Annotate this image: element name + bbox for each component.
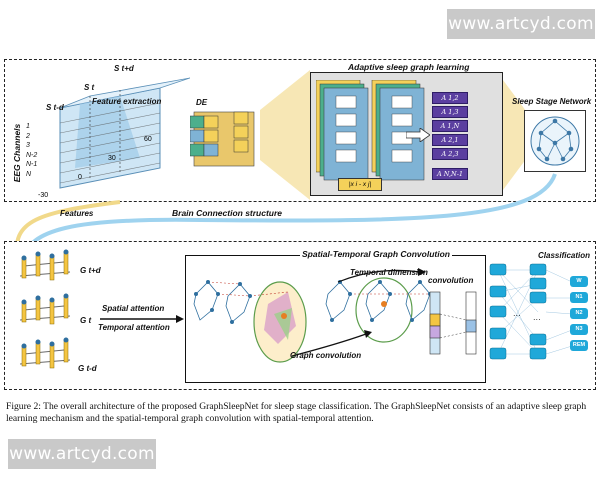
- network-title: Sleep Stage Network: [512, 97, 592, 106]
- de-to-graph-link: [260, 70, 310, 200]
- class-node-n3: N3: [570, 324, 588, 335]
- a-entry: A 2,1: [432, 134, 468, 146]
- g-label-t+d: G t+d: [80, 266, 101, 275]
- a-entry: A 1,2: [432, 92, 468, 104]
- channel-tick: N-2: [26, 151, 38, 159]
- channel-tick: N-1: [26, 161, 38, 168]
- a-entry: A N,N-1: [432, 168, 468, 180]
- channel-tick: 3: [26, 142, 30, 149]
- g-label-t-d: G t-d: [78, 364, 97, 373]
- temporal-attention-label: Temporal attention: [98, 323, 170, 332]
- brain-connection-label: Brain Connection structure: [172, 208, 283, 218]
- class-node-n2: N2: [570, 308, 588, 319]
- s-label-t+d: S t+d: [114, 64, 134, 73]
- graph-convolution-label: Graph convolution: [290, 351, 362, 360]
- channel-tick: 1: [26, 123, 30, 130]
- time-tick: 60: [144, 136, 152, 143]
- a-entry: A 1,N: [432, 120, 468, 132]
- temporal-dimension-label: Temporal dimension: [350, 268, 428, 277]
- time-tick: 30: [108, 155, 116, 162]
- class-node-rem: REM: [570, 340, 588, 351]
- svg-text:...: ...: [513, 309, 521, 318]
- stgc-title: Spatial-Temporal Graph Convolution: [300, 249, 452, 259]
- graph-stack: [19, 249, 71, 369]
- figure-caption: Figure 2: The overall architecture of th…: [6, 401, 587, 424]
- brain-graph-icon: [530, 116, 580, 166]
- channel-tick: N: [26, 170, 32, 178]
- channel-tick: 2: [26, 132, 30, 140]
- xdiff-box: |x i - x j|: [338, 178, 382, 191]
- a-entry: A 1,3: [432, 106, 468, 118]
- de-feature-stack: [190, 111, 255, 167]
- classification-title: Classification: [538, 251, 591, 260]
- watermark-bottom: www.artcyd.com: [8, 439, 156, 469]
- class-node-w: W: [570, 276, 588, 287]
- watermark-top: www.artcyd.com: [447, 9, 595, 39]
- a-entry: A 2,3: [432, 148, 468, 160]
- s-label-t-d: S t-d: [46, 103, 64, 112]
- classification-network: ... ...: [489, 263, 573, 360]
- channel-ticks: 1 2 3 N-2 N-1 N: [26, 122, 37, 179]
- stgc-graphs: [193, 268, 432, 363]
- class-node-n1: N1: [570, 292, 588, 303]
- s-label-t: S t: [84, 83, 95, 92]
- adaptive-graph-title: Adaptive sleep graph learning: [348, 62, 470, 72]
- a-matrix: A 1,2 A 1,3 A 1,N A 2,1 A 2,3 A N,N-1: [432, 92, 468, 186]
- temporal-conv-columns: [429, 291, 477, 355]
- feature-extraction-label: Feature extraction: [92, 97, 162, 106]
- attention-arrow: [100, 315, 184, 323]
- bottom-tick: -30: [38, 192, 49, 199]
- arrow-to-a-matrix: [406, 128, 430, 142]
- de-label: DE: [196, 98, 208, 107]
- convolution-label: convolution: [428, 276, 474, 285]
- graph-to-network-link: [503, 80, 529, 190]
- eeg-slab: [59, 77, 190, 189]
- svg-text:...: ...: [533, 313, 541, 322]
- g-label-t: G t: [80, 316, 92, 325]
- class-list: W N1 N2 N3 REM: [570, 276, 588, 351]
- spatial-attention-label: Spatial attention: [102, 304, 165, 313]
- adjacency-stack: [316, 80, 425, 181]
- features-label: Features: [60, 209, 94, 218]
- time-tick: 0: [78, 174, 82, 181]
